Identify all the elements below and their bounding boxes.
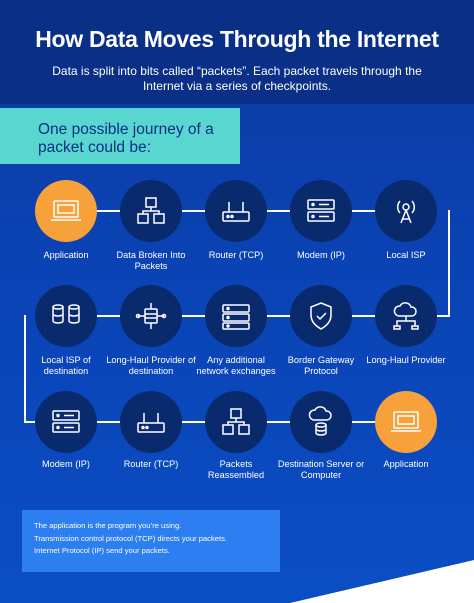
- router-icon: [222, 202, 250, 222]
- step-14-node: [290, 391, 352, 453]
- info-line-ip: Internet Protocol (IP) send your packets…: [34, 546, 170, 555]
- step-3-node: [205, 180, 267, 242]
- step-10-label: Local ISP of destination: [41, 355, 91, 376]
- step-6-node: [375, 285, 437, 347]
- step-8-node: [205, 285, 267, 347]
- step-14-label: Destination Server or Computer: [277, 459, 365, 480]
- router-icon: [137, 413, 165, 433]
- step-13-node: [205, 391, 267, 453]
- connector-right-vertical: [448, 210, 450, 316]
- step-4-node: [290, 180, 352, 242]
- step-5-label: Local ISP: [386, 250, 426, 260]
- step-11-node: [35, 391, 97, 453]
- step-9-label: Long-Haul Provider of destination: [106, 355, 196, 376]
- header-band: [0, 0, 474, 104]
- switch-icon: [222, 304, 250, 330]
- packets-icon: [137, 197, 165, 224]
- step-4-label: Modem (IP): [297, 250, 345, 260]
- step-7-label: Border Gateway Protocol: [287, 355, 355, 376]
- packets-icon: [222, 408, 250, 435]
- modem-icon: [307, 199, 335, 222]
- database-cloud-icon: [52, 304, 80, 324]
- step-9-node: [120, 285, 182, 347]
- shield-icon: [310, 302, 332, 330]
- laptop-icon: [391, 411, 421, 432]
- modem-icon: [52, 410, 80, 433]
- step-5-node: [375, 180, 437, 242]
- info-box: The application is the program you’re us…: [22, 510, 280, 572]
- laptop-icon: [51, 200, 81, 221]
- step-15-label: Application: [383, 459, 429, 469]
- step-1-node: [35, 180, 97, 242]
- info-line-application: The application is the program you’re us…: [34, 521, 182, 530]
- intro-text: One possible journey of a packet could b…: [38, 121, 214, 156]
- step-2-node: [120, 180, 182, 242]
- intro-banner: [0, 108, 240, 164]
- step-13-label: Packets Reassembled: [207, 459, 265, 480]
- corner-decoration: [290, 560, 474, 603]
- step-10-node: [35, 285, 97, 347]
- step-3-label: Router (TCP): [208, 250, 264, 260]
- step-12-node: [120, 391, 182, 453]
- server-network-icon: [135, 303, 167, 329]
- step-6-label: Long-Haul Provider: [366, 355, 446, 365]
- step-2-label: Data Broken Into Packets: [116, 250, 186, 271]
- page-title: How Data Moves Through the Internet: [35, 26, 439, 52]
- step-15-node: [375, 391, 437, 453]
- cloud-server-icon: [308, 406, 332, 436]
- info-line-tcp: Transmission control protocol (TCP) dire…: [34, 533, 227, 543]
- step-11-label: Modem (IP): [42, 459, 90, 469]
- step-1-label: Application: [43, 250, 89, 260]
- connector-left-vertical: [24, 315, 26, 422]
- step-7-node: [290, 285, 352, 347]
- cloud-network-icon: [393, 302, 419, 330]
- step-12-label: Router (TCP): [123, 459, 179, 469]
- step-8-label: Any additional network exchanges: [196, 355, 276, 376]
- page-subtitle: Data is split into bits called “packets”…: [52, 64, 422, 93]
- antenna-icon: [396, 200, 416, 224]
